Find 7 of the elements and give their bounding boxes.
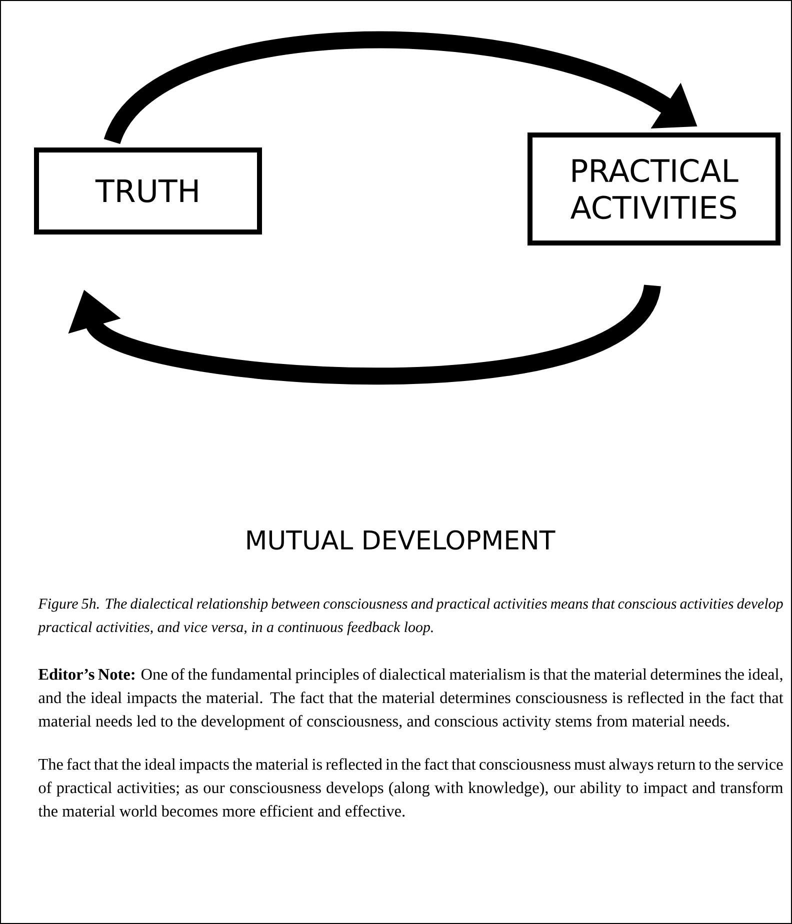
diagram-label: MUTUAL DEVELOPMENT	[247, 530, 556, 550]
figure-caption: Figure 5h. The dialectical relationship between consciousness and practical activities means that conscious activities develop practical activities, and vice versa, in a continuous feedback loop.	[37, 598, 783, 636]
curved-arrow	[68, 282, 660, 385]
concept-box: PRACTICAL ACTIVITIES	[528, 132, 780, 246]
note-paragraph: Editor’s Note: One of the fundamental principles of dialectical materialism is that the material determines the ideal, and the ideal impacts the material. The fact that the material determines consciousness is reflected in the fact that material needs led to the development of consciousness, and conscious activity stems from material needs.	[38, 668, 784, 730]
concept-box: TRUTH	[34, 148, 262, 234]
note-paragraph: The fact that the ideal impacts the material is reflected in the fact that consciousness must always return to the service of practical activities; as our consciousness develops (along with knowledge), our ability to impact and transform the material world becomes more efficient and effective.	[38, 758, 784, 817]
